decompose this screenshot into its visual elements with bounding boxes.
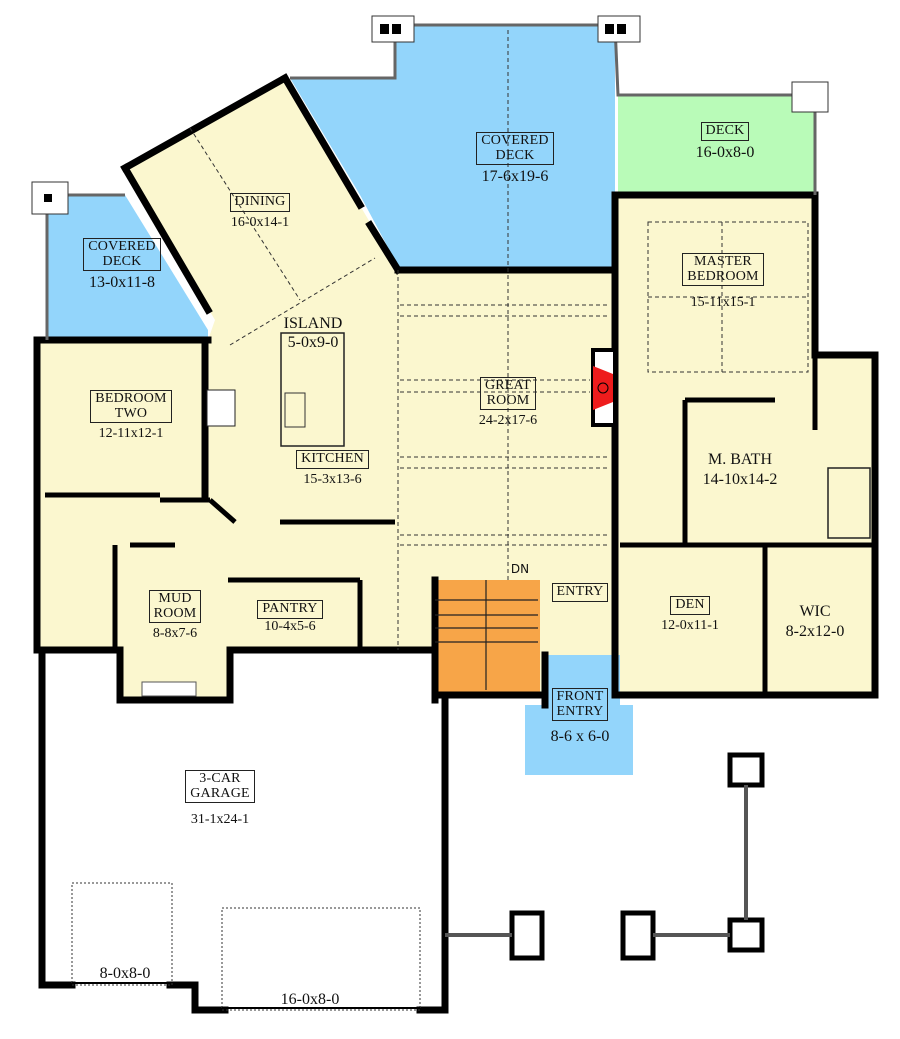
room-dims: 15-3x13-6 [303, 471, 362, 487]
room-name: FRONT [556, 689, 604, 704]
room-dims: 16-0x14-1 [230, 214, 290, 230]
kitchen-island [280, 332, 345, 447]
room-name: MUD [158, 591, 192, 606]
room-dims: 17-6x19-6 [481, 168, 549, 186]
deck-area [618, 95, 814, 193]
garage-door-small-dims: 8-0x8-0 [99, 965, 151, 982]
room-name: ROOM [486, 392, 530, 408]
room-dims: 5-0x9-0 [287, 333, 339, 351]
room-name: ISLAND [283, 315, 343, 332]
room-name: COVERED [481, 133, 549, 148]
room-name: DINING [229, 193, 291, 212]
room-name: GREAT [484, 378, 532, 393]
room-pantry: PANTRY 10-4x5-6 [250, 600, 330, 634]
room-dining: DINING 16-0x14-1 [220, 193, 300, 230]
room-name: WIC [799, 603, 831, 620]
room-dims: 15-11x15-1 [690, 295, 756, 311]
room-name: KITCHEN [296, 450, 369, 469]
room-dims: 16-0x8-0 [695, 143, 755, 161]
room-name: ENTRY [551, 583, 609, 602]
stairs-dn-label: DN [510, 562, 530, 576]
room-name: COVERED [88, 239, 156, 254]
room-dims: 8-8x7-6 [152, 626, 198, 642]
room-dims: 31-1x24-1 [190, 812, 250, 828]
room-name: ROOM [153, 605, 197, 621]
room-name: DEN [670, 596, 710, 615]
room-dims: 13-0x11-8 [88, 274, 156, 292]
room-island: ISLAND 5-0x9-0 [278, 315, 348, 352]
fireplace-icon [591, 348, 617, 427]
room-dims: 8-2x12-0 [785, 622, 845, 640]
room-name: DECK [102, 253, 142, 269]
room-dims: 8-6 x 6-0 [550, 728, 610, 746]
room-dims: 24-2x17-6 [478, 413, 538, 429]
room-dims: 14-10x14-2 [702, 470, 778, 488]
room-dims: 10-4x5-6 [264, 618, 316, 634]
room-entry: ENTRY [550, 583, 610, 602]
room-master-bath: M. BATH 14-10x14-2 [690, 451, 790, 489]
room-name: DECK [495, 147, 535, 163]
room-dims: 12-11x12-1 [98, 426, 164, 442]
room-deck: DECK 16-0x8-0 [680, 122, 770, 161]
covered-deck-center-area [290, 25, 615, 270]
room-wic: WIC 8-2x12-0 [775, 603, 855, 641]
room-name: GARAGE [190, 785, 250, 801]
room-den: DEN 12-0x11-1 [650, 596, 730, 633]
front-entry-area [525, 655, 633, 775]
room-kitchen: KITCHEN 15-3x13-6 [290, 450, 375, 487]
room-name: M. BATH [707, 451, 772, 468]
room-name: TWO [114, 405, 148, 421]
post-icons [31, 15, 829, 961]
room-name: PANTRY [257, 600, 323, 619]
stair-treads [435, 580, 538, 690]
room-name: BEDROOM [95, 391, 167, 406]
room-name: BEDROOM [687, 268, 759, 284]
room-name: MASTER [693, 254, 752, 269]
covered-deck-left-area [47, 195, 208, 340]
room-name: DECK [700, 122, 750, 141]
room-name: 3-CAR [199, 771, 241, 786]
tub-icon [827, 467, 871, 539]
garage-door-large-dims: 16-0x8-0 [280, 991, 340, 1008]
room-name: ENTRY [556, 703, 604, 719]
range-icon [206, 389, 236, 427]
room-dims: 12-0x11-1 [661, 617, 719, 633]
